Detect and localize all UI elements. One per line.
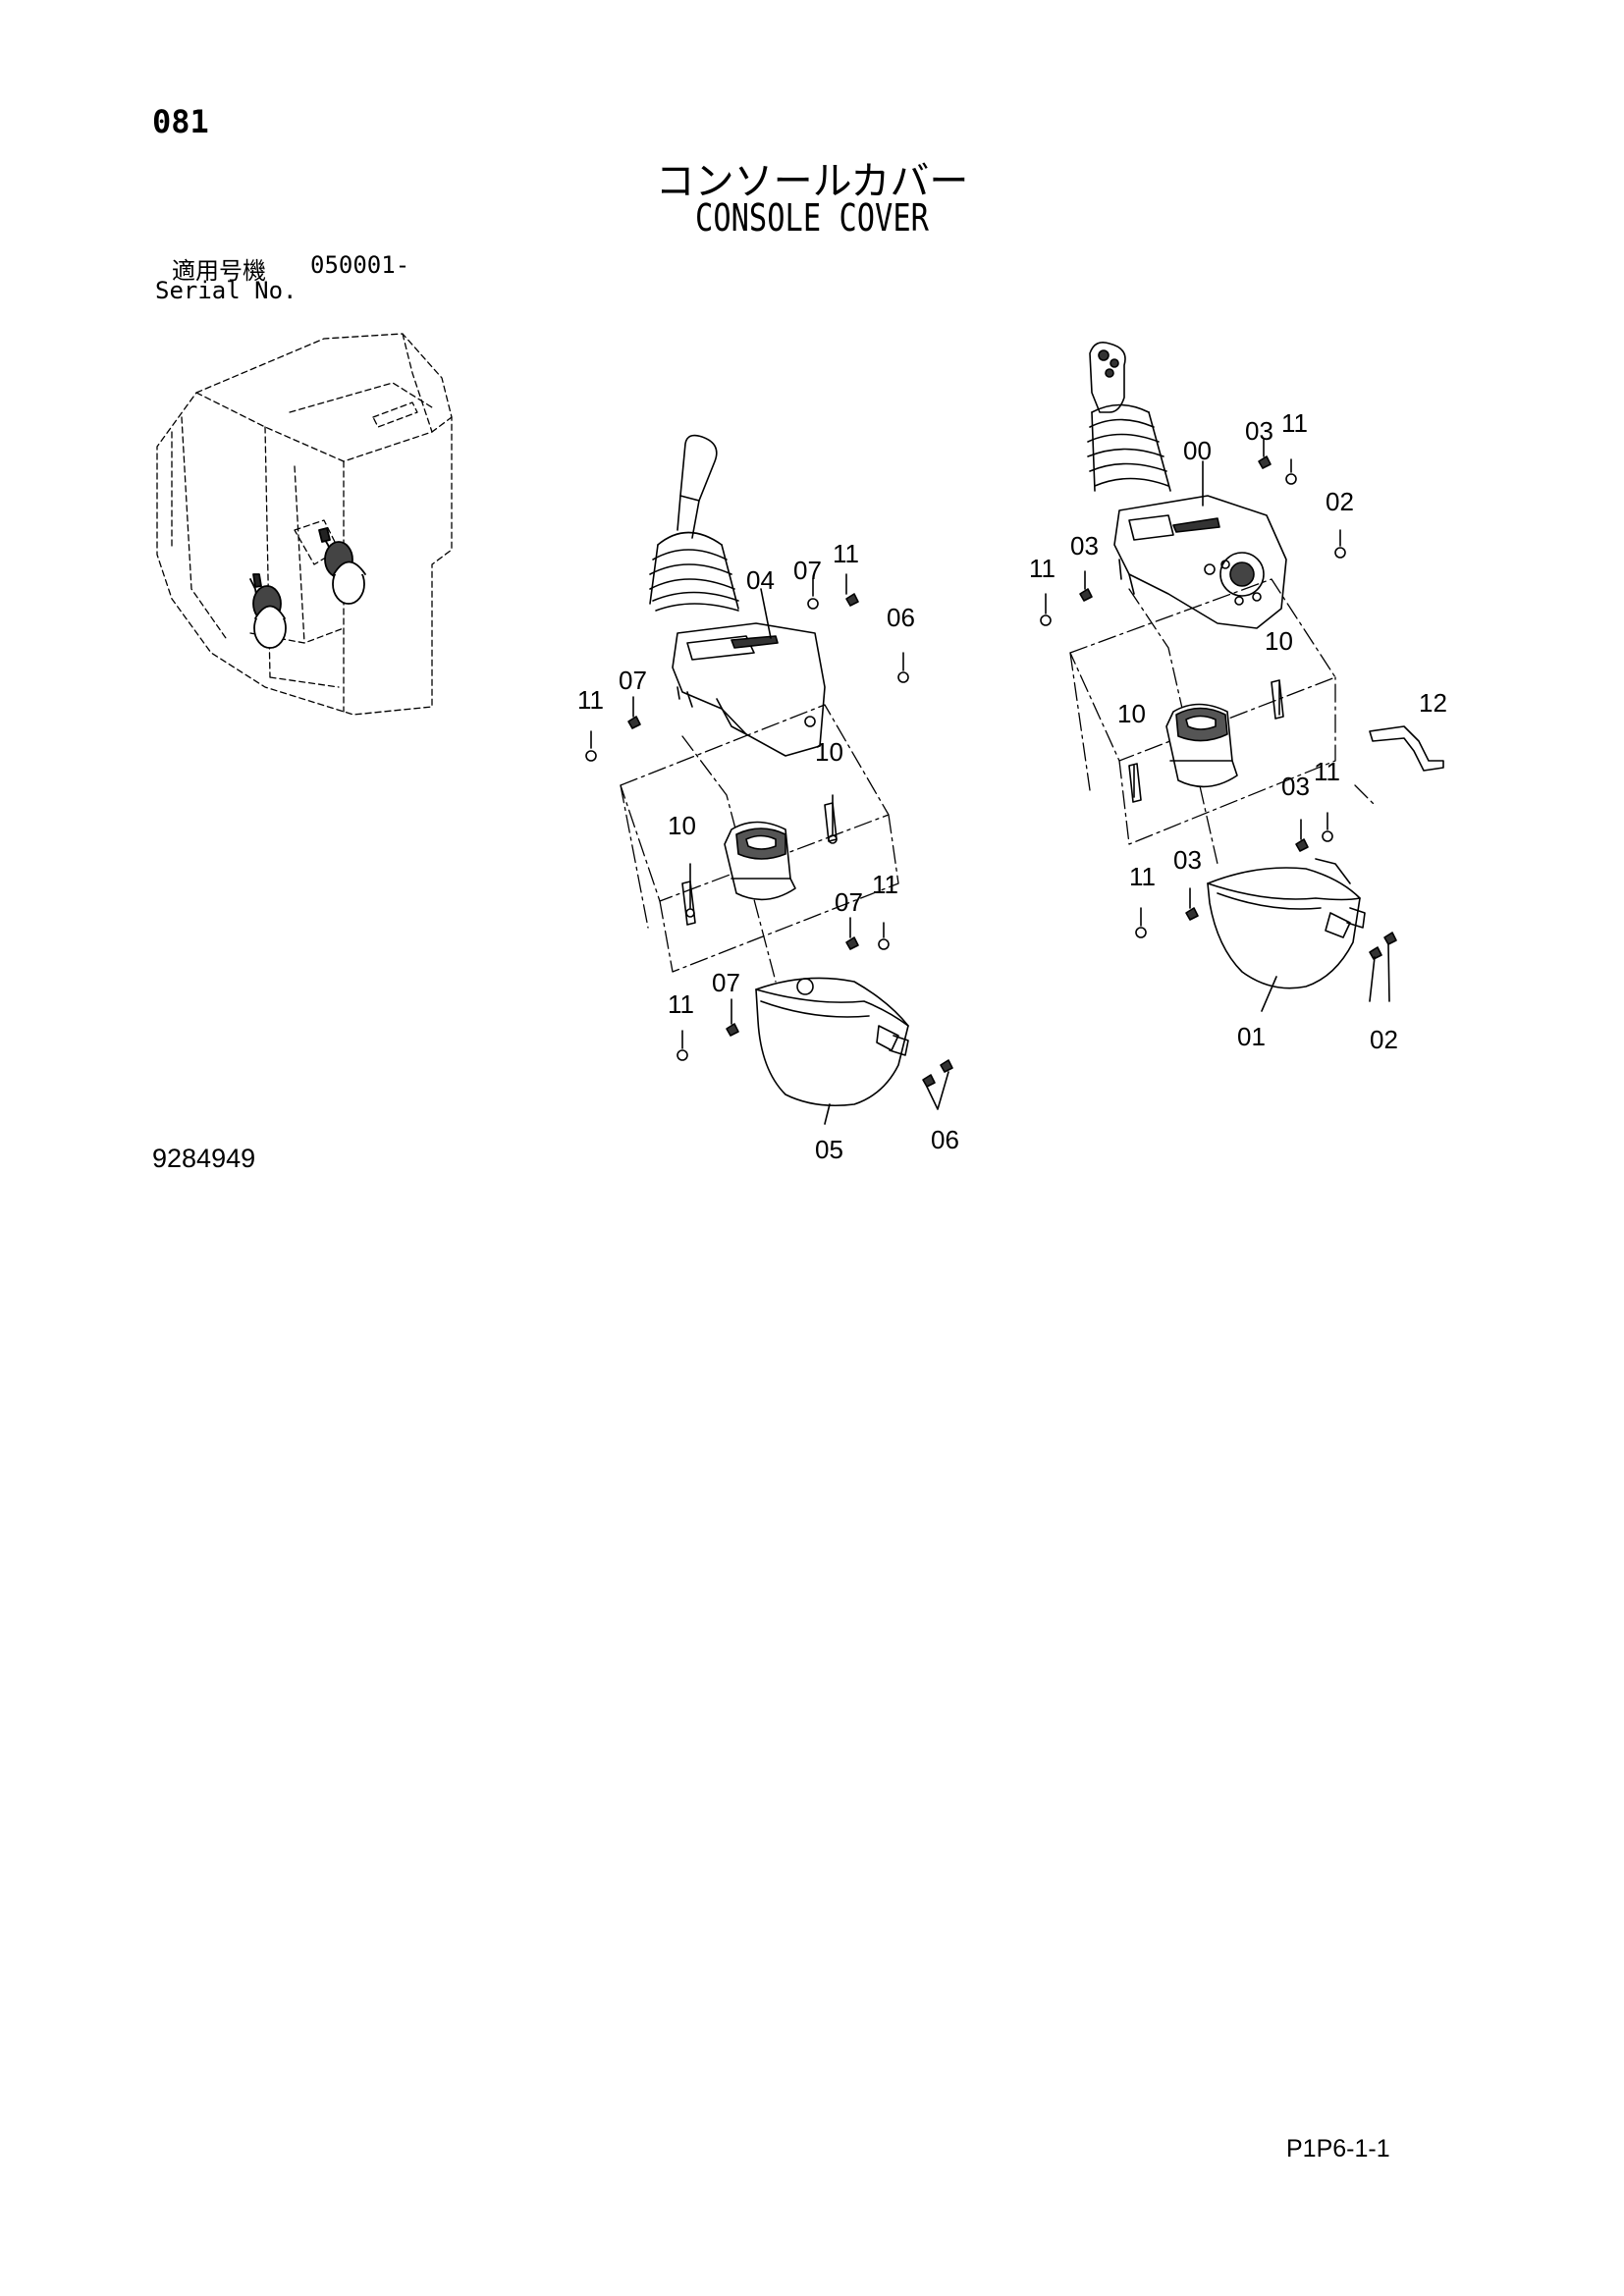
callout-11: 11 [833, 539, 859, 568]
title-english: CONSOLE COVER [695, 196, 929, 240]
callout-10: 10 [668, 811, 696, 840]
callout-10: 10 [1117, 699, 1146, 728]
callout-07: 07 [793, 556, 822, 585]
left-console-assembly [585, 434, 953, 1125]
callout-00: 00 [1183, 436, 1212, 465]
callout-11: 11 [1129, 862, 1156, 891]
page-number: 081 [152, 103, 209, 140]
cab-overview [156, 333, 453, 716]
callout-11: 11 [577, 685, 604, 715]
callout-labels: 04 07 11 06 11 07 10 10 07 11 11 07 05 0… [577, 408, 1447, 1164]
callout-01: 01 [1237, 1022, 1266, 1051]
callout-11: 11 [1314, 757, 1340, 786]
serial-label-japanese: 適用号機 [172, 257, 266, 285]
right-console-assembly [1040, 341, 1444, 1012]
callout-07: 07 [619, 666, 647, 695]
sheet-code: P1P6-1-1 [1286, 2135, 1390, 2163]
callout-06: 06 [931, 1125, 959, 1154]
callout-02: 02 [1326, 487, 1354, 516]
callout-12: 12 [1419, 688, 1447, 718]
callout-10: 10 [815, 737, 843, 767]
callout-10: 10 [1265, 626, 1293, 656]
callout-06: 06 [887, 603, 915, 632]
callout-03: 03 [1173, 845, 1202, 875]
callout-04: 04 [746, 565, 775, 595]
callout-11: 11 [1029, 554, 1056, 583]
callout-11: 11 [872, 870, 898, 899]
callout-02: 02 [1370, 1025, 1398, 1054]
callout-05: 05 [815, 1135, 843, 1164]
callout-03: 03 [1070, 531, 1099, 561]
serial-number: 050001- [310, 251, 410, 279]
callout-03: 03 [1281, 772, 1310, 801]
serial-label-english: Serial No. [155, 277, 298, 304]
callout-11: 11 [1281, 408, 1308, 438]
title-japanese: コンソールカバー [655, 159, 969, 204]
callout-11: 11 [668, 989, 694, 1019]
callout-03: 03 [1245, 416, 1273, 446]
drawing-number: 9284949 [152, 1144, 256, 1173]
callout-07: 07 [712, 968, 740, 997]
callout-07: 07 [835, 887, 863, 917]
